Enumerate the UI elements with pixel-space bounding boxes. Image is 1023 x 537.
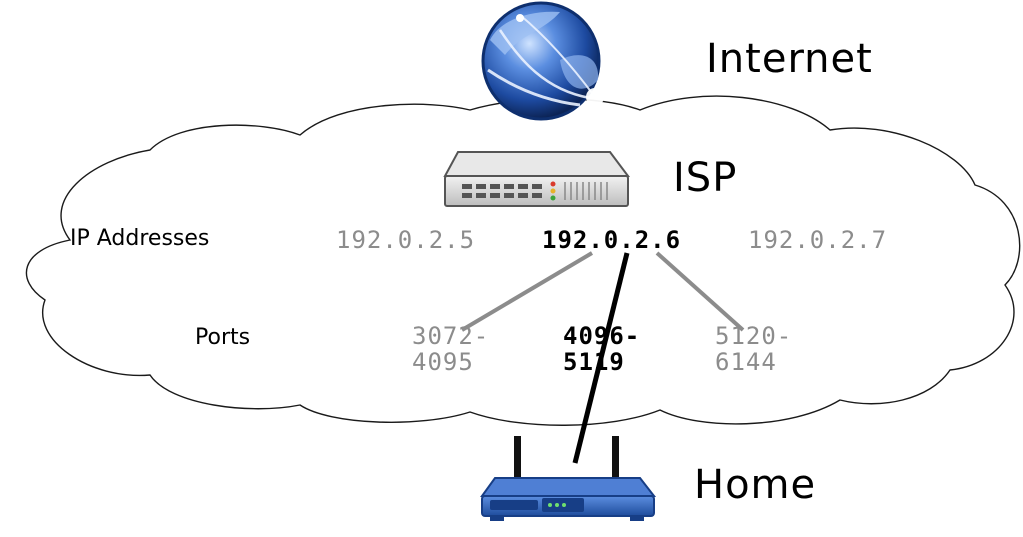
port-range-start: 4096- xyxy=(563,322,641,350)
home-label: Home xyxy=(694,462,817,508)
globe-icon xyxy=(467,1,604,121)
port-range-inactive-2: 5120- 6144 xyxy=(715,323,792,375)
ip-address-inactive-1: 192.0.2.5 xyxy=(336,226,476,254)
port-range-end: 6144 xyxy=(715,348,777,376)
isp-label: ISP xyxy=(673,155,738,201)
internet-label: Internet xyxy=(706,36,873,82)
port-range-active: 4096- 5119 xyxy=(563,323,640,375)
link-ip-port-5120 xyxy=(655,251,745,332)
router-icon xyxy=(480,436,657,521)
link-ip-port-3072 xyxy=(460,251,594,332)
port-range-start: 5120- xyxy=(715,322,793,350)
port-range-start: 3072- xyxy=(412,322,490,350)
server-icon xyxy=(443,151,630,207)
isp-cloud xyxy=(25,95,1021,426)
port-range-inactive-1: 3072- 4095 xyxy=(412,323,489,375)
port-range-end: 4095 xyxy=(412,348,474,376)
ip-addresses-label: IP Addresses xyxy=(70,226,210,251)
ports-label: Ports xyxy=(195,325,251,350)
ip-address-inactive-2: 192.0.2.7 xyxy=(748,226,888,254)
link-ip-home-active xyxy=(572,252,630,464)
ip-address-active: 192.0.2.6 xyxy=(542,226,682,254)
port-range-end: 5119 xyxy=(563,348,625,376)
